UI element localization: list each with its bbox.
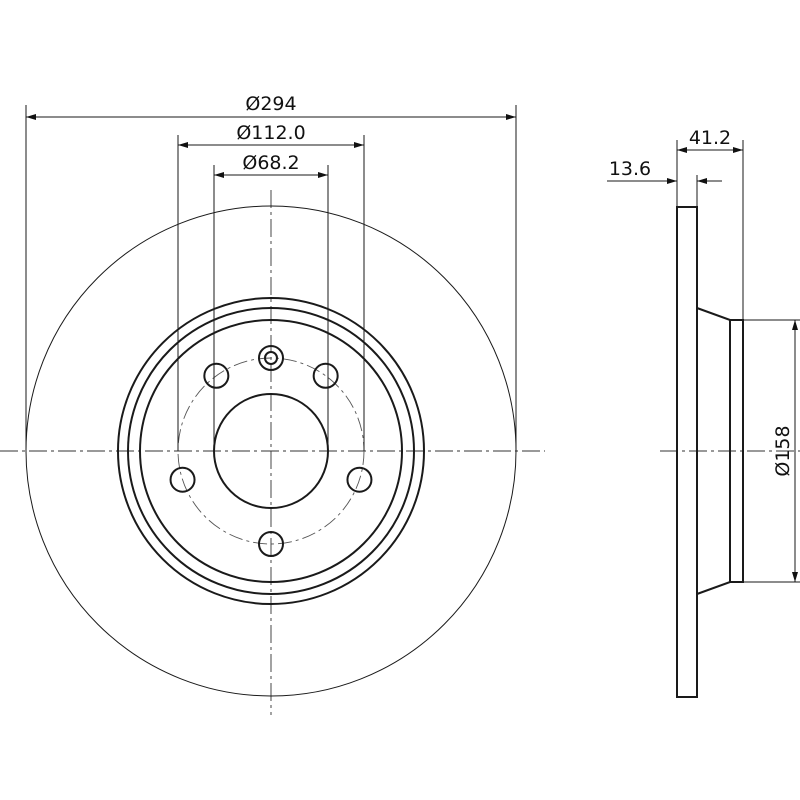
outer-diameter-label: Ø294 (245, 93, 296, 115)
disc-plate-section (676, 206, 698, 698)
ring-inner (139, 319, 403, 583)
bolt-hole (169, 466, 196, 493)
height-label: 41.2 (689, 127, 731, 149)
hat-section (696, 307, 744, 595)
bolt-hole (203, 362, 230, 389)
side-view (660, 206, 800, 698)
bolt-hole (346, 466, 373, 493)
thickness-label: 13.6 (609, 158, 651, 180)
hat-diameter-label: Ø158 (772, 425, 794, 476)
center-bore-label: Ø68.2 (242, 152, 299, 174)
side-dimensions: 41.2 13.6 Ø158 (607, 127, 800, 583)
bolt-circle-label: Ø112.0 (236, 122, 305, 144)
ring-middle (127, 307, 415, 595)
bolt-hole (312, 362, 339, 389)
bolt-holes (169, 362, 373, 557)
pin-hole-outer (258, 345, 284, 371)
front-dimensions: Ø294 Ø112.0 Ø68.2 (25, 93, 517, 451)
bolt-hole (258, 531, 284, 557)
pin-hole-inner (264, 351, 278, 365)
front-view (0, 190, 545, 715)
ring-outer (117, 297, 425, 605)
